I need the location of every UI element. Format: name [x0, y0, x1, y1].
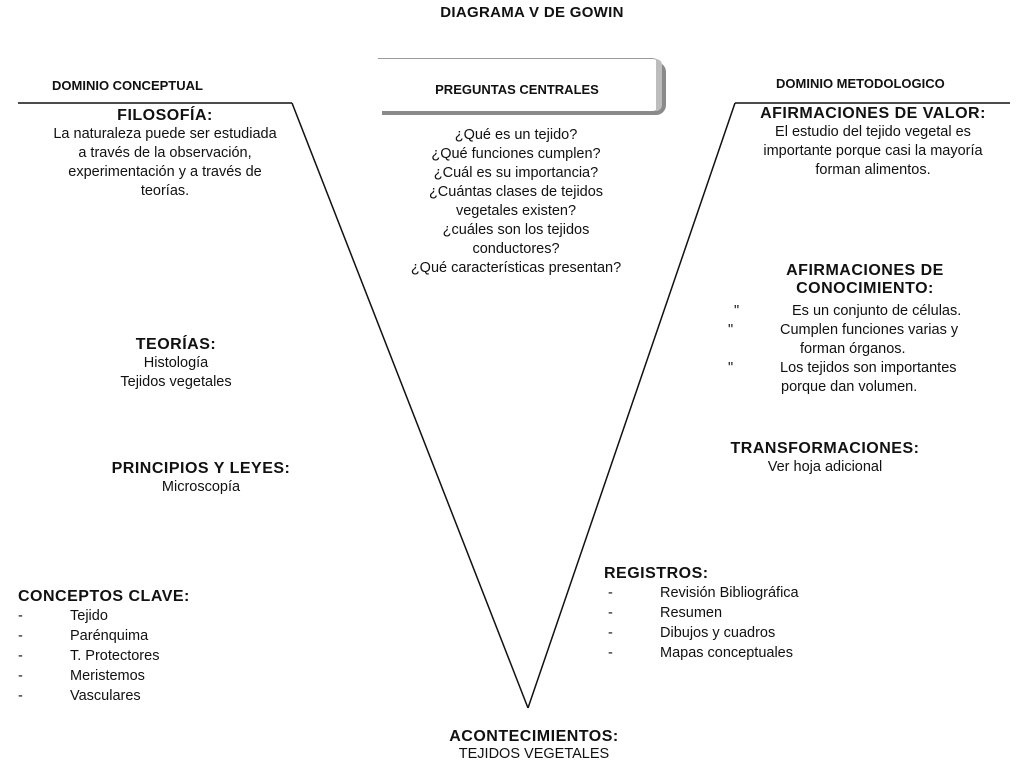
central-questions-heading: PREGUNTAS CENTRALES — [435, 82, 599, 97]
conceptual-domain-heading: DOMINIO CONCEPTUAL — [52, 78, 203, 93]
philosophy-line: experimentación y a través de — [68, 164, 262, 180]
knowledge-claims-heading-block: AFIRMACIONES DE CONOCIMIENTO: — [760, 262, 970, 298]
key-concepts-section: CONCEPTOS CLAVE: -Tejido -Parénquima -T.… — [18, 588, 190, 706]
question-line: ¿Qué es un tejido? — [454, 127, 578, 143]
question-line: conductores? — [472, 241, 560, 257]
question-line: vegetales existen? — [455, 203, 577, 219]
transformations-line: Ver hoja adicional — [767, 459, 883, 475]
philosophy-line: a través de la observación, — [78, 145, 252, 161]
theories-heading: TEORÍAS: — [135, 336, 217, 353]
v-right-arm — [527, 102, 736, 709]
principles-line: Microscopía — [161, 479, 241, 495]
events-section: ACONTECIMIENTOS: TEJIDOS VEGETALES — [400, 728, 668, 763]
question-line: ¿Cuántas clases de tejidos — [428, 184, 604, 200]
list-item: -Mapas conceptuales — [608, 645, 793, 661]
list-item-continuation: porque dan volumen. — [781, 379, 918, 395]
list-item: -Tejido — [18, 608, 108, 624]
records-heading: REGISTROS: — [604, 565, 709, 582]
question-line: ¿Qué características presentan? — [410, 260, 622, 276]
knowledge-claims-list: " Es un conjunto de células. " Cumplen f… — [728, 302, 1018, 397]
list-item: " Los tejidos son importantes — [728, 360, 957, 376]
list-item: " Es un conjunto de células. — [734, 303, 962, 319]
question-line: ¿Cuál es su importancia? — [433, 165, 599, 181]
events-heading: ACONTECIMIENTOS: — [449, 728, 619, 745]
transformations-section: TRANSFORMACIONES: Ver hoja adicional — [700, 440, 950, 477]
question-line: ¿Qué funciones cumplen? — [431, 146, 601, 162]
central-questions-list: ¿Qué es un tejido? ¿Qué funciones cumple… — [380, 126, 652, 278]
value-claims-heading: AFIRMACIONES DE VALOR: — [760, 105, 986, 122]
knowledge-claims-heading: AFIRMACIONES DE — [786, 262, 944, 279]
events-line: TEJIDOS VEGETALES — [458, 746, 610, 762]
list-item: -T. Protectores — [18, 648, 160, 664]
value-claims-section: AFIRMACIONES DE VALOR: El estudio del te… — [730, 105, 1016, 180]
value-claims-line: forman alimentos. — [815, 162, 931, 178]
philosophy-line: La naturaleza puede ser estudiada — [53, 126, 277, 142]
list-item-continuation: forman órganos. — [800, 341, 906, 357]
central-questions-box — [378, 58, 662, 111]
philosophy-line: teorías. — [140, 183, 190, 199]
philosophy-heading: FILOSOFÍA: — [117, 107, 213, 124]
v-left-arm — [291, 102, 529, 709]
list-item: -Resumen — [608, 605, 723, 621]
diagram-title: DIAGRAMA V DE GOWIN — [440, 4, 624, 21]
records-section: REGISTROS: -Revisión Bibliográfica -Resu… — [604, 565, 799, 663]
theories-section: TEORÍAS: Histología Tejidos vegetales — [76, 336, 276, 392]
list-item: -Vasculares — [18, 688, 141, 704]
list-item: -Dibujos y cuadros — [608, 625, 776, 641]
list-item: " Cumplen funciones varias y — [728, 322, 959, 338]
philosophy-section: FILOSOFÍA: La naturaleza puede ser estud… — [10, 107, 320, 201]
key-concepts-heading: CONCEPTOS CLAVE: — [18, 588, 190, 605]
methodological-domain-heading: DOMINIO METODOLOGICO — [776, 76, 945, 91]
knowledge-claims-heading: CONOCIMIENTO: — [796, 280, 934, 297]
principles-section: PRINCIPIOS Y LEYES: Microscopía — [86, 460, 316, 497]
list-item: -Revisión Bibliográfica — [608, 585, 799, 601]
list-item: -Meristemos — [18, 668, 145, 684]
transformations-heading: TRANSFORMACIONES: — [730, 440, 920, 457]
list-item: -Parénquima — [18, 628, 149, 644]
principles-heading: PRINCIPIOS Y LEYES: — [111, 460, 291, 477]
question-line: ¿cuáles son los tejidos — [442, 222, 590, 238]
value-claims-line: importante porque casi la mayoría — [763, 143, 983, 159]
theories-line: Histología — [143, 355, 209, 371]
theories-line: Tejidos vegetales — [120, 374, 232, 390]
value-claims-line: El estudio del tejido vegetal es — [775, 124, 971, 140]
